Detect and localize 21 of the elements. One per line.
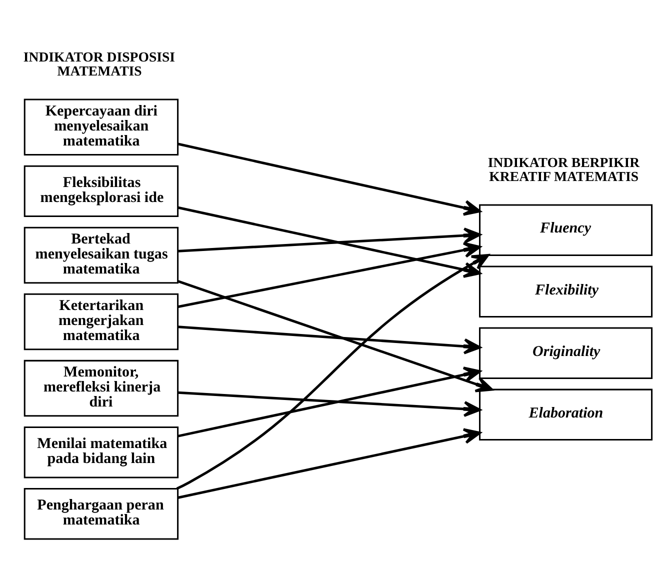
node-box: Bertekad menyelesaikan tugas matematika <box>24 226 179 284</box>
arrow <box>178 390 481 416</box>
arrow <box>178 428 481 498</box>
node-box: Ketertarikan mengerjakan matematika <box>24 292 179 350</box>
node-box: Kepercayaan diri menyelesaikan matematika <box>24 98 179 156</box>
node-box: Flexibility <box>479 265 653 317</box>
arrow <box>178 227 481 252</box>
node-box: Fleksibilitas mengeksplorasi ide <box>24 164 179 217</box>
node-box: Memonitor, merefleksi kinerja diri <box>24 359 179 416</box>
node-box: Elaboration <box>479 388 653 440</box>
node-box: Fluency <box>479 204 653 256</box>
arrow <box>176 253 490 490</box>
arrow <box>178 325 481 354</box>
label: INDIKATOR BERPIKIR KREATIF MATEMATIS <box>488 154 640 184</box>
label: INDIKATOR DISPOSISI MATEMATIS <box>23 49 176 78</box>
arrow <box>178 366 481 437</box>
node-box: Originality <box>479 326 653 379</box>
arrow <box>178 280 493 392</box>
arrow <box>178 142 481 216</box>
node-box: Menilai matematika pada bidang lain <box>24 426 179 478</box>
node-box: Penghargaan peran matematika <box>24 488 179 540</box>
